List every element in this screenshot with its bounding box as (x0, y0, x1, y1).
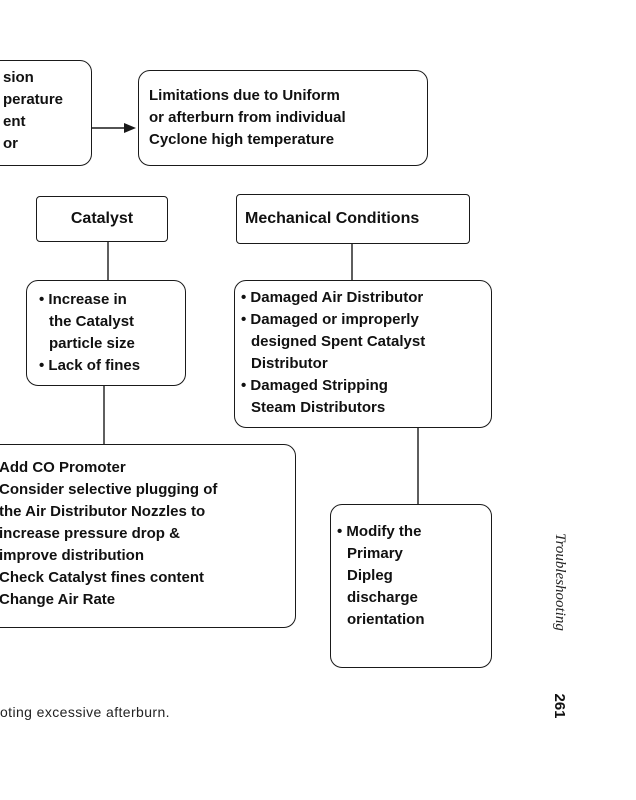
actions-box: Add CO Promoter Consider selective plugg… (0, 444, 296, 628)
action-item: Consider selective plugging of (0, 481, 218, 498)
box-text-line: perature (3, 91, 64, 108)
action-item: Change Air Rate (0, 591, 116, 608)
arrowhead-icon (124, 123, 136, 133)
catalyst-causes-box: • Increase in the Catalyst particle size… (26, 280, 186, 386)
cut-off-box: sion perature ent or (0, 60, 92, 166)
bullet-item-continuation: Primary (347, 545, 403, 562)
bullet-item-continuation: designed Spent Catalyst (251, 333, 426, 350)
box-text-line: or afterburn from individual (149, 109, 346, 126)
action-item: the Air Distributor Nozzles to (0, 503, 206, 520)
limitations-box: Limitations due to Uniform or afterburn … (138, 70, 428, 166)
box-text-line: ent (3, 113, 26, 130)
bullet-item-continuation: discharge (347, 589, 418, 606)
figure-caption: oting excessive afterburn. (0, 704, 170, 720)
bullet-item-continuation: Dipleg (347, 567, 393, 584)
bullet-item-continuation: particle size (49, 335, 135, 352)
box-text-line: sion (3, 69, 34, 86)
page-number: 261 (551, 693, 568, 719)
bullet-item: • Modify the (337, 523, 422, 540)
mechanical-conditions-box: Mechanical Conditions (236, 194, 470, 244)
bullet-item: • Damaged or improperly (241, 311, 419, 328)
action-item: Check Catalyst fines content (0, 569, 205, 586)
running-head: Troubleshooting (552, 533, 568, 631)
catalyst-title: Catalyst (70, 210, 134, 227)
bullet-item-continuation: Distributor (251, 355, 328, 372)
box-text-line: Cyclone high temperature (149, 131, 335, 148)
bullet-item-continuation: Steam Distributors (251, 399, 386, 416)
box-text-line: or (3, 135, 18, 152)
mechanical-conditions-title: Mechanical Conditions (245, 210, 420, 227)
bullet-item: • Damaged Air Distributor (241, 289, 424, 306)
action-item: increase pressure drop & (0, 525, 180, 542)
action-item: improve distribution (0, 547, 145, 564)
bullet-item: • Damaged Stripping (241, 377, 388, 394)
box-text-line: Limitations due to Uniform (149, 87, 340, 104)
action-item: Add CO Promoter (0, 459, 126, 476)
modify-dipleg-box: • Modify the Primary Dipleg discharge or… (330, 504, 492, 668)
bullet-item: • Lack of fines (39, 357, 141, 374)
bullet-item-continuation: the Catalyst (49, 313, 135, 330)
catalyst-box: Catalyst (36, 196, 168, 242)
bullet-item-continuation: orientation (347, 611, 425, 628)
mechanical-causes-box: • Damaged Air Distributor • Damaged or i… (234, 280, 492, 428)
bullet-item: • Increase in (39, 291, 127, 308)
